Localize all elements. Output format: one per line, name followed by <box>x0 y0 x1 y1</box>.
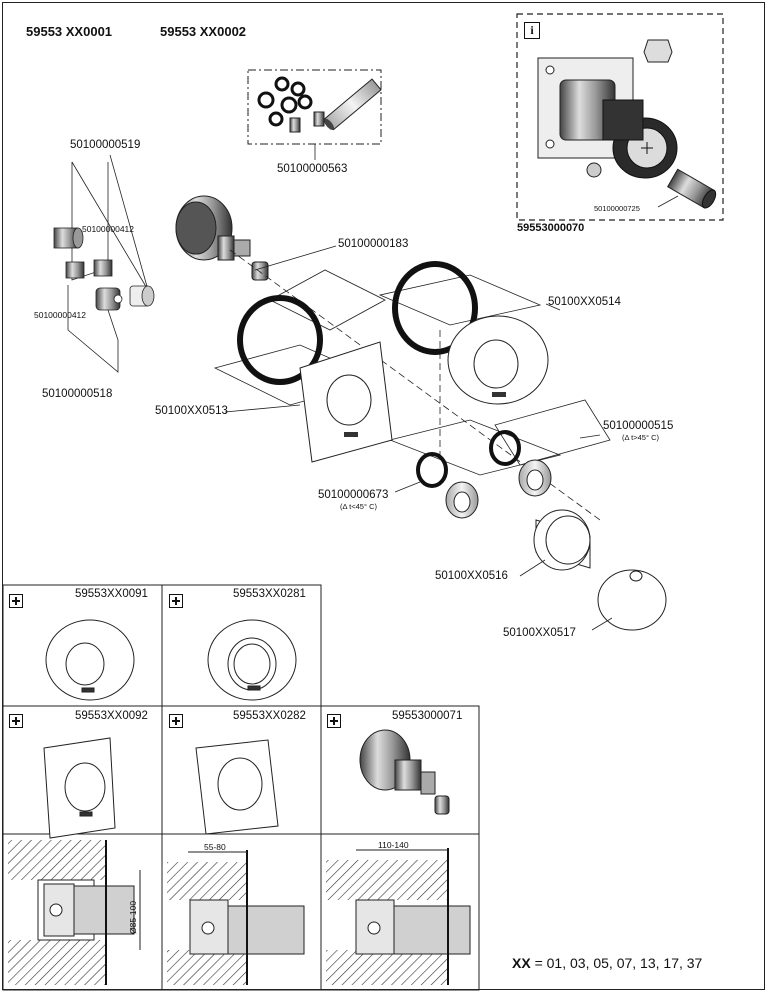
dimension-depth-1: 55-80 <box>204 842 226 852</box>
option-code-0281: 59553XX0281 <box>233 588 306 600</box>
plus-icon <box>169 714 183 728</box>
xx-values: = 01, 03, 05, 07, 13, 17, 37 <box>534 955 703 971</box>
dimension-depth-2: 110-140 <box>378 840 409 850</box>
check-valve-group <box>53 154 155 373</box>
thermostat-handle <box>597 569 667 631</box>
part-label-0725: 50100000725 <box>594 204 640 213</box>
plus-icon <box>169 594 183 608</box>
info-box-label: 59553000070 <box>517 222 585 234</box>
part-label-0563: 50100000563 <box>277 163 348 175</box>
part-label-0518: 50100000518 <box>42 388 113 400</box>
part-label-0673: 50100000673 <box>318 489 389 501</box>
part-note-0515: (Δ t>45° C) <box>622 433 659 442</box>
installation-section-2 <box>167 850 305 985</box>
deep-square-plate-option <box>195 739 279 835</box>
part-label-0514: 50100XX0514 <box>548 296 621 308</box>
color-codes-legend: XX = 01, 03, 05, 07, 13, 17, 37 <box>512 955 702 971</box>
leader-lines <box>224 245 613 631</box>
square-plate-option <box>43 737 116 839</box>
product-code-2: 59553 XX0002 <box>160 24 247 39</box>
product-code-1: 59553 XX0001 <box>26 24 113 39</box>
o-ring-set-frame <box>247 69 382 145</box>
round-rosette <box>447 315 549 405</box>
part-label-0519: 50100000519 <box>70 139 141 151</box>
part-label-0516: 50100XX0516 <box>435 570 508 582</box>
xx-prefix: XX <box>512 955 531 971</box>
option-code-0071: 59553000071 <box>392 710 463 722</box>
large-o-ring-left <box>237 295 323 385</box>
deep-rosette-option <box>207 619 297 701</box>
large-o-ring-right <box>392 261 478 355</box>
valve-body-illustration <box>537 39 717 209</box>
round-rosette-option <box>45 619 135 701</box>
option-code-0092: 59553XX0092 <box>75 710 148 722</box>
part-label-0513: 50100XX0513 <box>155 405 228 417</box>
square-cover-plate <box>299 341 393 463</box>
o-ring-set <box>257 76 313 127</box>
options-grid <box>2 584 480 991</box>
part-label-0412-b: 50100000412 <box>34 310 87 320</box>
part-note-0673: (Δ t<45° C) <box>340 502 377 511</box>
installation-section-1 <box>8 840 141 985</box>
part-label-0517: 50100XX0517 <box>503 627 576 639</box>
option-code-0091: 59553XX0091 <box>75 588 148 600</box>
thermostatic-cartridge <box>175 195 269 281</box>
plus-icon <box>9 594 23 608</box>
info-icon: i <box>524 22 540 39</box>
dimension-diameter: Ø85-100 <box>128 900 138 934</box>
cartridge-pin <box>289 78 382 133</box>
cartridge-option <box>359 729 450 815</box>
part-label-0183: 50100000183 <box>338 238 409 250</box>
sleeve-set <box>445 459 552 519</box>
option-code-0282: 59553XX0282 <box>233 710 306 722</box>
part-label-0515: 50100000515 <box>603 420 674 432</box>
plus-icon <box>9 714 23 728</box>
cylinder-sleeve <box>533 509 591 571</box>
small-o-rings <box>416 430 521 488</box>
plus-icon <box>327 714 341 728</box>
part-label-0412-a: 50100000412 <box>82 224 135 234</box>
installation-section-3 <box>326 848 471 985</box>
